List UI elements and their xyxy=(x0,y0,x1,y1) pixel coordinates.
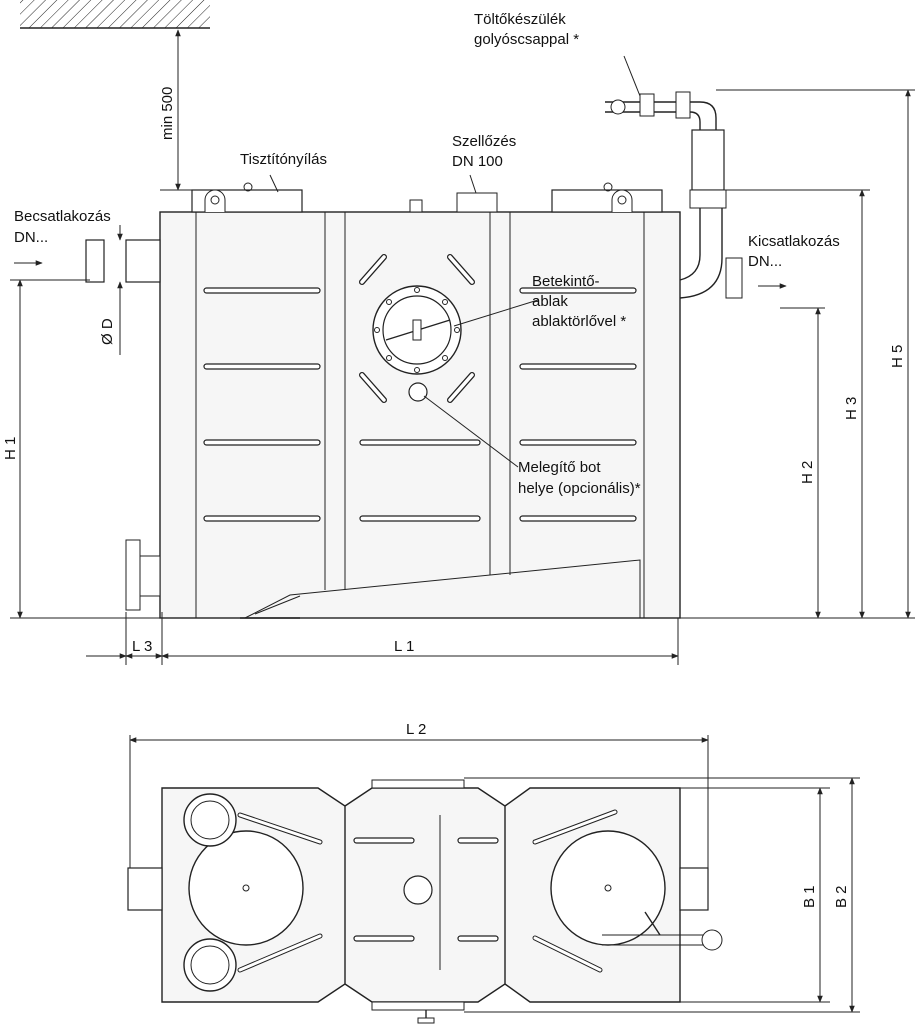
inspection-window xyxy=(359,254,475,403)
side-dimensions xyxy=(10,29,915,665)
l1-label: L 1 xyxy=(394,638,414,655)
window-label-line2: ablak xyxy=(532,293,568,310)
diameter-label: Ø D xyxy=(99,318,116,345)
h5-label: H 5 xyxy=(889,345,906,368)
vent-label-line2: DN 100 xyxy=(452,153,503,170)
inlet-label-line2: DN... xyxy=(14,229,48,246)
inlet-pipe xyxy=(85,239,161,611)
filler-label-line1: Töltőkészülék xyxy=(474,11,566,28)
top-dimensions xyxy=(129,735,860,1013)
b2-label: B 2 xyxy=(833,885,850,908)
h2-label: H 2 xyxy=(799,461,816,484)
heater-label-line1: Melegítő bot xyxy=(518,459,601,476)
window-label-line1: Betekintő- xyxy=(532,273,600,290)
inlet-label-line1: Becsatlakozás xyxy=(14,208,111,225)
filler-label-line2: golyóscsappal * xyxy=(474,31,579,48)
ceiling-hatch xyxy=(20,0,210,29)
heater-label-line2: helye (opcionális)* xyxy=(518,480,641,497)
h3-label: H 3 xyxy=(843,397,860,420)
outlet-label-line1: Kicsatlakozás xyxy=(748,233,840,250)
outlet-label-line2: DN... xyxy=(748,253,782,270)
side-slots xyxy=(203,287,637,522)
vent-label-line1: Szellőzés xyxy=(452,133,516,150)
leader-lines xyxy=(269,55,641,468)
window-label-line3: ablaktörlővel * xyxy=(532,313,626,330)
outlet-assembly xyxy=(605,91,743,299)
h1-label: H 1 xyxy=(2,437,19,460)
l2-label: L 2 xyxy=(406,721,426,738)
top-slots xyxy=(237,809,618,973)
tank-body xyxy=(159,211,681,619)
top-fittings xyxy=(191,182,663,213)
top-view: L 2 B 1 B 2 xyxy=(127,721,860,1024)
b1-label: B 1 xyxy=(801,885,818,908)
side-view: Töltőkészülék golyóscsappal * min 500 Ti… xyxy=(2,0,915,665)
cleaning-opening-label: Tisztítónyílás xyxy=(240,151,327,168)
l3-label: L 3 xyxy=(132,638,152,655)
min500-label: min 500 xyxy=(159,87,176,140)
